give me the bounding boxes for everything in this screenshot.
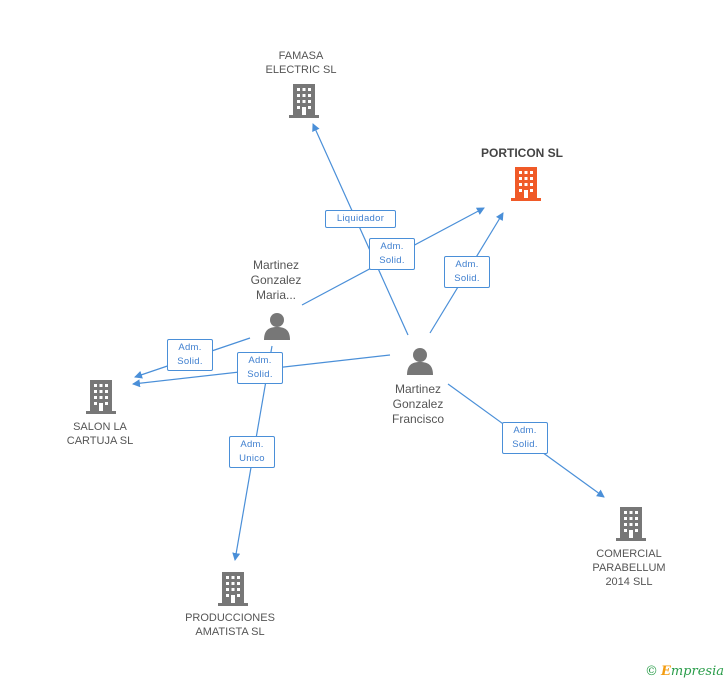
copyright-symbol: ©	[644, 664, 658, 679]
edge-label-francisco-porticon[interactable]: Adm. Solid.	[444, 256, 490, 288]
edge-label-francisco-salon[interactable]: Adm. Solid.	[237, 352, 283, 384]
maria-label[interactable]: Martinez Gonzalez Maria...	[250, 258, 302, 302]
edge-label-maria-producciones[interactable]: Adm. Unico	[229, 436, 275, 468]
edge-label-maria-salon[interactable]: Adm. Solid.	[167, 339, 213, 371]
edge-label-maria-porticon[interactable]: Adm. Solid.	[369, 238, 415, 270]
salon-label[interactable]: SALON LA CARTUJA SL	[66, 421, 134, 447]
brand-logo-initial: E	[660, 664, 671, 679]
building-icon[interactable]	[218, 572, 248, 606]
person-icon[interactable]	[263, 312, 291, 340]
building-icon[interactable]	[511, 167, 541, 201]
producciones-label[interactable]: PRODUCCIONES AMATISTA SL	[185, 612, 275, 638]
edge-label-francisco-comercial[interactable]: Adm. Solid.	[502, 422, 548, 454]
building-icon[interactable]	[289, 84, 319, 118]
person-icon[interactable]	[406, 347, 434, 375]
copyright-footer[interactable]: ©Empresia	[645, 664, 724, 679]
francisco-label[interactable]: Martinez Gonzalez Francisco	[391, 382, 445, 426]
edge-francisco-famasa	[312, 123, 409, 336]
famasa-label[interactable]: FAMASA ELECTRIC SL	[265, 50, 337, 76]
building-icon[interactable]	[86, 380, 116, 414]
porticon-label[interactable]: PORTICON SL	[480, 146, 564, 160]
brand-logo-text: mpresia	[670, 664, 724, 679]
edge-label-liquidador[interactable]: Liquidador	[325, 210, 396, 228]
building-icon[interactable]	[616, 507, 646, 541]
comercial-label[interactable]: COMERCIAL PARABELLUM 2014 SLL	[592, 548, 666, 588]
